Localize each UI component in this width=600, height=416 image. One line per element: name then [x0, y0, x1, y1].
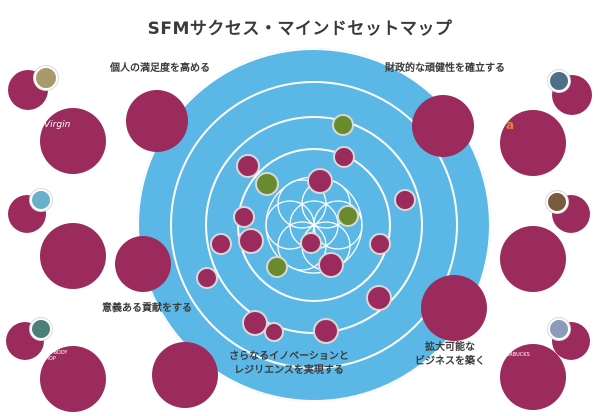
avatar-right-bottom-mini [548, 318, 570, 340]
compass-icon [333, 146, 355, 168]
diamond-icon [264, 322, 284, 342]
page-title: SFMサクセス・マインドセットマップ [147, 19, 453, 39]
label-innovation-line1: さらなるイノベーションと [229, 351, 349, 362]
barrel-icon [238, 228, 264, 254]
pills-icon [337, 205, 359, 227]
wheel-ring-4 [137, 48, 491, 402]
avatar-left-bottom-mini [30, 318, 52, 340]
avatar-virgin-founder [40, 108, 106, 174]
hands-icon [369, 233, 391, 255]
treasure-chest-icon [412, 95, 474, 157]
avatar-starbucks-founder [500, 344, 566, 410]
bar-chart-icon [332, 114, 354, 136]
amazon-logo: a [506, 118, 515, 132]
sky-surfer-icon [126, 90, 188, 152]
sailboat-icon [236, 154, 260, 178]
handshake-icon [313, 318, 339, 344]
avatar-amazon-founder [500, 110, 566, 176]
infinity-icon [366, 285, 392, 311]
stopwatch-icon [233, 206, 255, 228]
label-innovation-line2: レジリエンスを実現する [234, 365, 344, 376]
label-scalable-line2: ビジネスを築く [415, 356, 485, 367]
avatar-left-top-mini [34, 66, 58, 90]
avatar-contributor [40, 223, 106, 289]
avatar-right-mid-mini [546, 191, 568, 213]
label-personal-satisfaction: 個人の満足度を高める [110, 63, 210, 74]
avatar-left-mid-mini [30, 189, 52, 211]
link-icon [300, 232, 322, 254]
flower-icon [307, 168, 333, 194]
starbucks-badge: STARBUCKS [500, 352, 530, 358]
scale-icon [255, 172, 279, 196]
avatar-apple-founder [500, 226, 566, 292]
label-financial-robustness: 財政的な頑健性を確立する [385, 63, 505, 74]
virgin-logo: Virgin [44, 120, 71, 130]
lightbulb-icon [196, 267, 218, 289]
body-shop-badge: THE BODY SHOP [42, 350, 68, 362]
chain-icon [394, 189, 416, 211]
tree-icon [152, 342, 218, 408]
ships-icon [421, 275, 487, 341]
flag-icon [318, 252, 344, 278]
avatar-body-shop-founder [40, 346, 106, 412]
paper-plane-icon [210, 233, 232, 255]
avatar-right-top-mini [548, 70, 570, 92]
wheel-ring-3 [170, 81, 458, 369]
label-scalable-business: 拡大可能な ビジネスを築く [400, 341, 500, 369]
globe-icon [266, 256, 288, 278]
label-meaningful-contribution: 意義ある貢献をする [102, 303, 192, 314]
label-innovation-resilience: さらなるイノベーションと レジリエンスを実現する [214, 350, 364, 378]
helicopter-icon [115, 236, 171, 292]
label-scalable-line1: 拡大可能な [425, 342, 475, 353]
